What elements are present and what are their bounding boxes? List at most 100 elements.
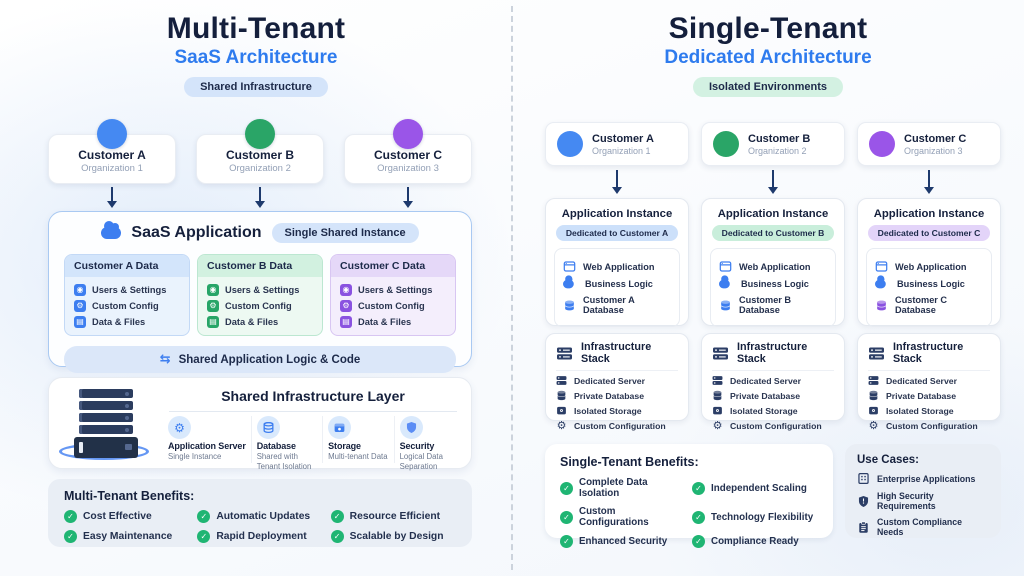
instance-title: Application Instance — [717, 208, 829, 220]
data-item-label: Data & Files — [225, 317, 279, 327]
gear-icon: ⚙ — [712, 419, 723, 432]
stack-title: Infrastructure Stack — [893, 341, 964, 365]
column-label: Storage — [328, 441, 361, 451]
database-icon — [869, 390, 878, 401]
page-title: Single-Tenant — [668, 12, 868, 45]
isolated-environments-badge: Isolated Environments — [693, 77, 843, 97]
files-icon: ▤ — [207, 316, 219, 328]
server-icon — [869, 347, 884, 359]
check-icon: ✓ — [197, 510, 211, 523]
window-icon — [875, 261, 888, 272]
instance-item: Customer C Database — [875, 295, 983, 315]
dedicated-badge: Dedicated to Customer A — [555, 225, 679, 241]
data-item-label: Users & Settings — [92, 285, 167, 295]
database-icon — [557, 390, 566, 401]
clipboard-icon — [859, 521, 868, 533]
use-cases-box: Use Cases: Enterprise Applications High … — [845, 444, 1001, 538]
server-icon — [557, 347, 572, 359]
database-column: Database Shared with Tenant Isolation — [250, 416, 322, 471]
data-card-title: Customer A Data — [65, 255, 189, 277]
stack-item-label: Custom Configuration — [886, 420, 978, 431]
benefit-label: Cost Effective — [83, 511, 152, 522]
benefit-label: Scalable by Design — [349, 531, 444, 542]
column-sublabel: Shared with Tenant Isolation — [256, 452, 312, 471]
stack-item-label: Isolated Storage — [886, 405, 954, 416]
benefit-item: ✓Scalable by Design — [330, 530, 456, 543]
page-title: Multi-Tenant — [166, 12, 346, 45]
check-icon: ✓ — [560, 510, 573, 524]
stack-item: Isolated Storage — [868, 405, 990, 416]
data-item: ◉Users & Settings — [207, 284, 313, 296]
saas-application-box: SaaS Application Single Shared Instance … — [48, 211, 472, 373]
customer-name: Customer C — [373, 148, 442, 162]
stack-title: Infrastructure Stack — [581, 341, 652, 365]
customer-b-card: Customer B Organization 2 — [196, 119, 324, 184]
storage-icon — [557, 406, 566, 415]
data-item-label: Users & Settings — [358, 285, 433, 295]
multi-tenant-panel: Multi-Tenant SaaS Architecture Shared In… — [0, 0, 512, 576]
shared-logic-bar: ⇆ Shared Application Logic & Code — [64, 346, 456, 373]
data-card-title: Customer B Data — [198, 255, 322, 277]
infrastructure-stack-c: Infrastructure Stack Dedicated Server Pr… — [857, 333, 1001, 431]
flow-arrows — [48, 187, 472, 202]
customer-name: Customer B — [748, 132, 811, 145]
instance-title: Application Instance — [561, 208, 673, 220]
user-avatar-icon — [245, 119, 275, 149]
check-icon: ✓ — [560, 481, 573, 495]
files-icon: ▤ — [340, 316, 352, 328]
bottom-row: Single-Tenant Benefits: ✓Complete Data I… — [545, 444, 1001, 548]
customer-c-card: Customer C Organization 3 — [857, 122, 1001, 166]
instance-item-label: Business Logic — [741, 279, 809, 289]
benefit-item: ✓Complete Data Isolation — [560, 477, 686, 499]
saas-application-title: SaaS Application — [131, 224, 262, 241]
stack-item: Dedicated Server — [712, 375, 834, 386]
cloud-icon — [719, 275, 730, 289]
storage-icon — [713, 406, 722, 415]
data-card-title: Customer C Data — [331, 255, 455, 277]
column-sublabel: Multi-tenant Data — [328, 452, 388, 461]
instance-item: Customer B Database — [719, 295, 827, 315]
stack-header: Infrastructure Stack — [556, 341, 678, 371]
window-icon — [563, 261, 576, 272]
cloud-icon — [875, 275, 886, 289]
user-avatar-icon — [557, 131, 583, 157]
application-instance-c: Application Instance Dedicated to Custom… — [857, 198, 1001, 327]
instance-components: Web Application Business Logic Customer … — [554, 248, 680, 327]
application-server-column: ⚙ Application Server Single Instance — [163, 416, 251, 463]
instance-item-label: Customer A Database — [583, 295, 635, 315]
database-icon — [713, 390, 722, 401]
stack-item: Private Database — [868, 390, 990, 401]
use-case-label: High Security Requirements — [877, 491, 936, 511]
benefits-grid: ✓Cost Effective ✓Automatic Updates ✓Reso… — [64, 510, 456, 543]
data-item: ▤ Data & Files — [340, 316, 446, 328]
flow-arrows — [545, 170, 1001, 188]
benefits-title: Multi-Tenant Benefits: — [64, 489, 195, 503]
stack-item-label: Dedicated Server — [886, 375, 957, 386]
customer-org: Organization 3 — [904, 145, 963, 156]
user-avatar-icon — [713, 131, 739, 157]
data-item: ◉Users & Settings — [340, 284, 446, 296]
server-icon — [556, 376, 567, 385]
storage-column: Storage Multi-tenant Data — [322, 416, 393, 463]
customer-cards-row: Customer A Organization 1 Customer B Org… — [545, 122, 1001, 166]
check-icon: ✓ — [64, 510, 77, 523]
instance-item: Business Logic — [719, 275, 827, 290]
panel-divider — [511, 6, 513, 570]
user-avatar-icon — [97, 119, 127, 149]
cloud-icon — [101, 221, 122, 239]
data-item: ⚙Custom Config — [340, 300, 446, 312]
customer-b-data-card: Customer B Data ◉Users & Settings ⚙Custo… — [197, 254, 323, 336]
data-item-label: Users & Settings — [225, 285, 300, 295]
stack-item-label: Custom Configuration — [730, 420, 822, 431]
down-arrow-icon — [344, 187, 472, 202]
data-item-label: Data & Files — [358, 317, 412, 327]
stack-item: ⚙ Custom Configuration — [712, 420, 834, 431]
cloud-icon — [563, 275, 574, 289]
instance-components: Web Application Business Logic Customer … — [710, 248, 836, 327]
column-label: Security — [399, 441, 435, 451]
share-arrows-icon: ⇆ — [159, 352, 171, 367]
down-arrow-icon — [701, 170, 845, 188]
gear-icon: ⚙ — [868, 419, 879, 432]
customer-name: Customer C — [904, 132, 967, 145]
instance-item-label: Web Application — [739, 261, 811, 272]
